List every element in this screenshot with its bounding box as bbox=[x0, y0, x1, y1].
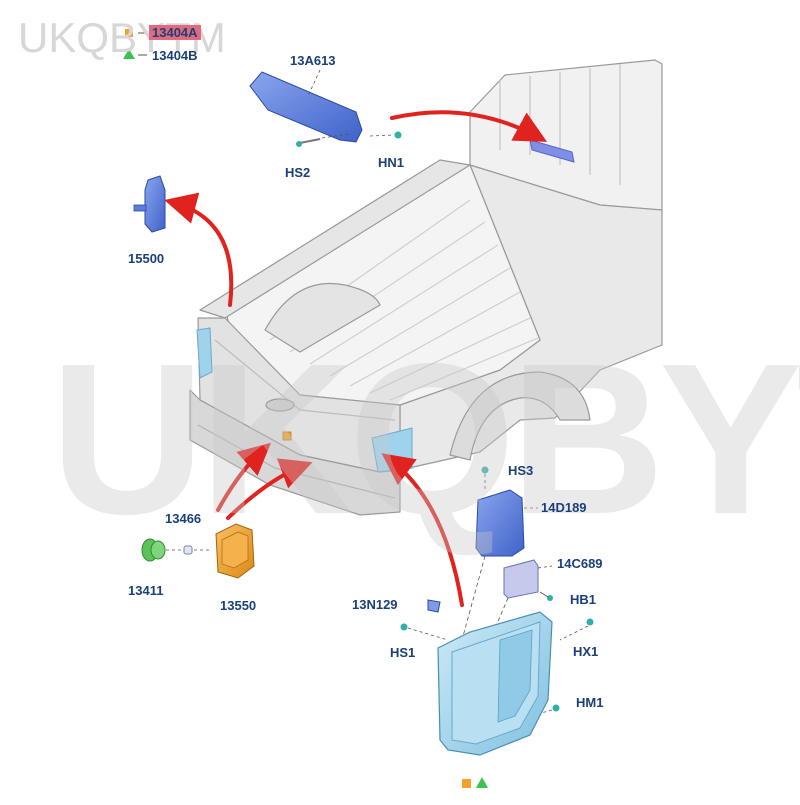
arrow-to-high-mount-lamp bbox=[390, 110, 548, 142]
part-13466-bulb bbox=[183, 545, 193, 555]
label-hs3: HS3 bbox=[508, 463, 534, 478]
arrow-to-tail-lamp bbox=[381, 453, 464, 607]
label-13466: 13466 bbox=[165, 511, 202, 526]
label-hx1: HX1 bbox=[573, 644, 599, 659]
label-15500: 15500 bbox=[128, 251, 165, 266]
fastener-hn1-icon bbox=[369, 131, 402, 139]
part-15500-bracket bbox=[144, 175, 166, 233]
label-13n129: 13N129 bbox=[352, 597, 398, 612]
legend-a-code: 13404A bbox=[149, 25, 201, 40]
label-hs1: HS1 bbox=[390, 645, 416, 660]
bottom-square-marker bbox=[462, 779, 471, 788]
label-hm1: HM1 bbox=[576, 695, 604, 710]
legend-a-highlight: 13404A bbox=[149, 25, 201, 40]
fastener-hx1-icon bbox=[559, 618, 594, 641]
part-14d189-bracket bbox=[475, 489, 525, 557]
fastener-hs2-icon bbox=[296, 138, 321, 147]
fastener-hb1-icon bbox=[539, 591, 553, 601]
arrow-to-15500 bbox=[164, 192, 234, 307]
label-14c689: 14C689 bbox=[557, 556, 603, 571]
legend-a-square-icon bbox=[125, 29, 133, 37]
label-13a613: 13A613 bbox=[290, 53, 336, 68]
truck-license-lamp bbox=[282, 431, 292, 441]
label-13550: 13550 bbox=[220, 598, 257, 613]
part-13411-socket bbox=[141, 538, 166, 562]
label-13411: 13411 bbox=[128, 583, 164, 598]
arrow-to-license-lamp-2 bbox=[226, 458, 313, 520]
label-hb1: HB1 bbox=[570, 592, 597, 607]
bracket-tab bbox=[133, 204, 147, 212]
truck-bed bbox=[189, 59, 663, 516]
part-13a613-high-mount-lamp bbox=[249, 71, 363, 143]
truck-tail-light-left bbox=[196, 327, 213, 379]
label-14d189: 14D189 bbox=[541, 500, 587, 515]
label-hn1: HN1 bbox=[378, 155, 405, 170]
label-hs2: HS2 bbox=[285, 165, 311, 180]
legend-b-code: 13404B bbox=[152, 48, 198, 63]
truck-high-mount-lamp bbox=[529, 139, 575, 163]
fastener-hs3-icon bbox=[481, 466, 489, 492]
legend-b-triangle-icon bbox=[123, 49, 135, 59]
fastener-hs1-icon bbox=[400, 623, 449, 641]
leader-13a613 bbox=[307, 69, 321, 97]
arrow-to-license-lamp-1 bbox=[216, 442, 272, 512]
part-14c689-module bbox=[503, 559, 539, 599]
part-13n129-clip bbox=[427, 599, 441, 613]
bottom-triangle-marker bbox=[476, 777, 488, 788]
